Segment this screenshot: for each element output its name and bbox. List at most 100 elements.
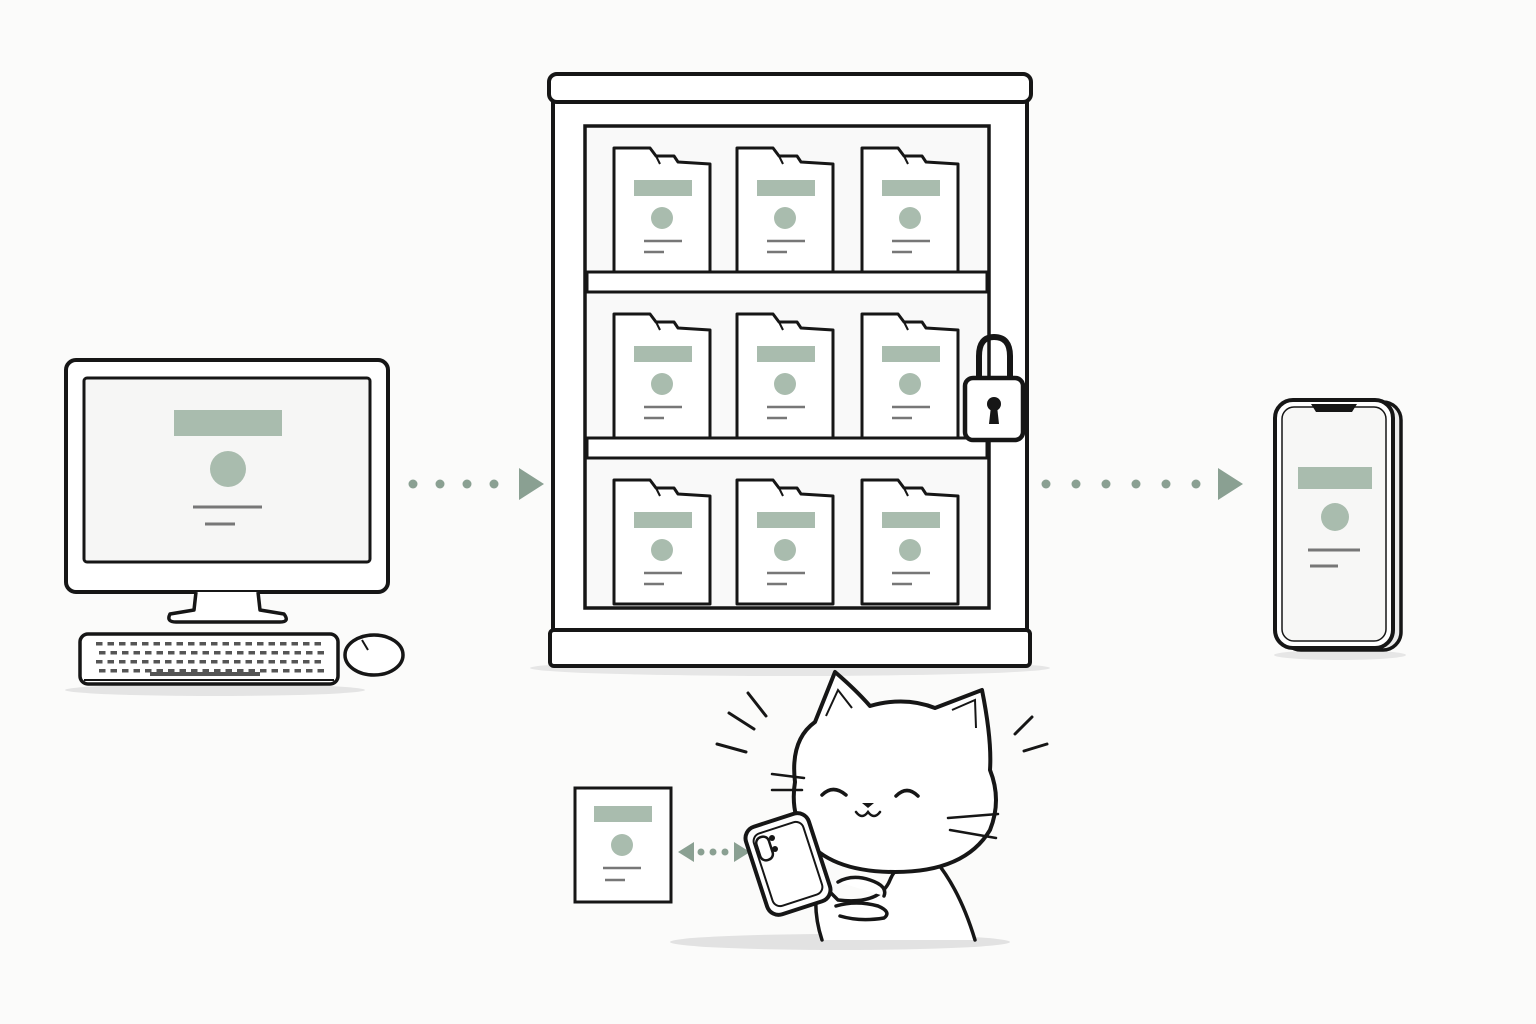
cabinet-shelf — [585, 270, 989, 294]
cat-mouth — [854, 809, 882, 818]
mouse-icon — [343, 633, 405, 677]
arrow-dot — [489, 479, 499, 489]
keyboard-key — [222, 642, 229, 646]
folder-label-bar — [634, 512, 692, 528]
keyboard-key — [260, 651, 267, 655]
keyboard-key — [96, 642, 103, 646]
folder-avatar-icon — [899, 207, 921, 229]
phone-shadow — [1274, 650, 1406, 660]
folder-avatar-icon — [651, 207, 673, 229]
arrow-dot — [721, 848, 729, 856]
folder-tab-crease — [655, 155, 661, 165]
card-avatar-icon — [611, 834, 633, 856]
keyboard-spacebar — [150, 672, 260, 676]
screen-title-bar — [174, 410, 282, 436]
folder-label-bar — [634, 180, 692, 196]
keyboard-key — [280, 660, 287, 664]
keyboard-key — [130, 660, 137, 664]
keyboard-key — [188, 642, 195, 646]
arrow-dot — [1071, 479, 1081, 489]
folder-tab-crease — [778, 321, 784, 331]
keyboard-keys — [96, 642, 324, 676]
cat-inner-ear-right — [951, 698, 977, 729]
folder-avatar-icon — [651, 373, 673, 395]
folder-avatar-icon — [651, 539, 673, 561]
phone-notch — [1311, 404, 1357, 412]
folder-icon — [860, 146, 960, 274]
keyboard-key — [188, 660, 195, 664]
keyboard-key — [153, 660, 160, 664]
keyboard-key — [291, 642, 298, 646]
keyboard-key — [303, 660, 310, 664]
folder-avatar-icon — [774, 373, 796, 395]
keyboard-key — [306, 669, 313, 673]
keyboard-key — [225, 651, 232, 655]
folder-label-bar — [882, 180, 940, 196]
cat-whiskers — [770, 772, 1000, 840]
keyboard-key — [165, 660, 172, 664]
arrow-dot — [1191, 479, 1201, 489]
keyboard-key — [199, 660, 206, 664]
document-card-icon — [573, 786, 673, 904]
keyboard-key — [260, 669, 267, 673]
arrow-cabinet-to-phone — [1041, 468, 1243, 500]
cat-with-phone-icon — [670, 670, 1049, 950]
keyboard-key — [168, 669, 175, 673]
arrow-dot — [435, 479, 445, 489]
cabinet-shelf — [585, 436, 989, 460]
folder-avatar-icon — [774, 539, 796, 561]
keyboard-key — [142, 642, 149, 646]
keyboard-key — [176, 660, 183, 664]
folder-icon — [860, 478, 960, 606]
arrow-dot — [697, 848, 705, 856]
keyboard-key — [156, 669, 163, 673]
keyboard-key — [283, 669, 290, 673]
keyboard-key — [214, 651, 221, 655]
arrow-head — [1218, 468, 1243, 500]
cat-paw-upper — [836, 875, 887, 898]
keyboard-key — [107, 642, 114, 646]
folder-avatar-icon — [899, 373, 921, 395]
keyboard-key — [280, 642, 287, 646]
folder-icon — [612, 312, 712, 440]
card-title-bar — [594, 806, 652, 822]
cat-eye-right — [894, 788, 920, 798]
monitor-stand — [167, 591, 288, 624]
keyboard-key — [191, 651, 198, 655]
arrow-dot — [1041, 479, 1051, 489]
camera-lens — [772, 846, 778, 852]
folder-tab-crease — [903, 321, 909, 331]
keyboard-key — [133, 669, 140, 673]
keyboard-key — [122, 669, 129, 673]
keyboard-key — [314, 660, 321, 664]
keyboard-key — [96, 660, 103, 664]
keyboard-key — [145, 669, 152, 673]
arrow-dot — [462, 479, 472, 489]
keyboard-key — [303, 642, 310, 646]
keyboard-key — [245, 642, 252, 646]
keyhole-slot — [989, 406, 999, 424]
keyboard-key — [283, 651, 290, 655]
keyboard-key — [257, 642, 264, 646]
arrow-head — [519, 468, 544, 500]
folder-tab-crease — [903, 155, 909, 165]
camera-icon — [754, 835, 775, 862]
keyboard-key — [248, 669, 255, 673]
cabinet-folders — [612, 146, 960, 606]
keyboard-key — [119, 660, 126, 664]
mouse-button-line — [361, 639, 369, 651]
phone-avatar-icon — [1321, 503, 1349, 531]
folder-tab-crease — [778, 487, 784, 497]
keyboard-key — [257, 660, 264, 664]
cabinet-top — [547, 72, 1033, 104]
keyboard-key — [99, 651, 106, 655]
keyboard-key — [294, 669, 301, 673]
keyboard-key — [237, 669, 244, 673]
folder-label-bar — [757, 512, 815, 528]
file-cabinet-icon — [530, 72, 1050, 676]
keyboard-key — [107, 660, 114, 664]
arrow-dot — [709, 848, 717, 856]
keyboard — [78, 632, 340, 686]
keyboard-key — [202, 669, 209, 673]
